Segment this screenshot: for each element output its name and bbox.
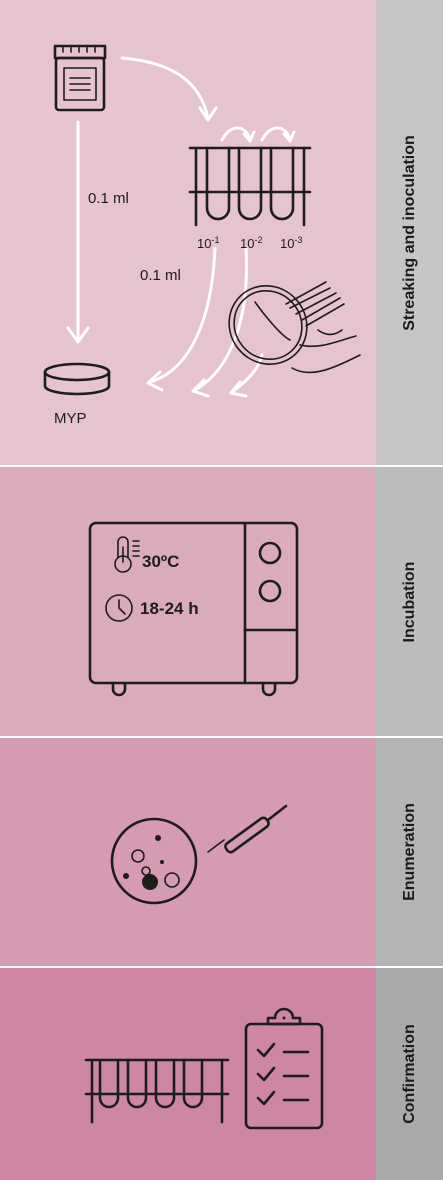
test-tube-rack-icon	[86, 1060, 228, 1122]
colony-plate-icon	[112, 819, 196, 903]
streaking-hand-icon	[213, 270, 360, 380]
step-streaking-side: Streaking and inoculation	[376, 0, 443, 465]
plate-label: MYP	[54, 410, 87, 427]
dilution-tubes-icon	[190, 148, 310, 225]
step-enumeration-side: Enumeration	[376, 738, 443, 966]
incubation-illustration: 30ºC 18-24 h	[0, 467, 376, 736]
thermometer-icon	[115, 537, 139, 572]
step-streaking-panel: Streaking and inoculation	[0, 0, 443, 465]
volume-label-center: 0.1 ml	[140, 267, 181, 284]
dilution-label-3: 10-3	[280, 235, 302, 251]
step-confirmation-panel: Confirmation	[0, 968, 443, 1180]
step-streaking-label: Streaking and inoculation	[401, 135, 419, 331]
petri-dish-icon	[45, 364, 109, 394]
step-confirmation-side: Confirmation	[376, 968, 443, 1180]
step-confirmation-label: Confirmation	[401, 1024, 419, 1124]
streaking-illustration: 0.1 ml 0.1 ml MYP 10-1 10-2 10-3	[0, 0, 376, 465]
sample-jar-icon	[55, 46, 105, 110]
confirmation-illustration	[0, 968, 376, 1180]
step-enumeration-label: Enumeration	[401, 803, 419, 901]
step-incubation-side: Incubation	[376, 467, 443, 736]
duration-value: 18-24 h	[140, 599, 199, 618]
dilution-label-2: 10-2	[240, 235, 262, 251]
checklist-clipboard-icon	[246, 1009, 322, 1128]
volume-label-left: 0.1 ml	[88, 190, 129, 207]
step-incubation-panel: Incubation 30ºC 18-24 h	[0, 467, 443, 736]
pen-icon	[208, 806, 286, 854]
temperature-value: 30ºC	[142, 552, 179, 571]
enumeration-illustration	[0, 738, 376, 966]
clock-icon	[106, 595, 132, 621]
step-enumeration-panel: Enumeration	[0, 738, 443, 966]
step-incubation-label: Incubation	[401, 561, 419, 642]
